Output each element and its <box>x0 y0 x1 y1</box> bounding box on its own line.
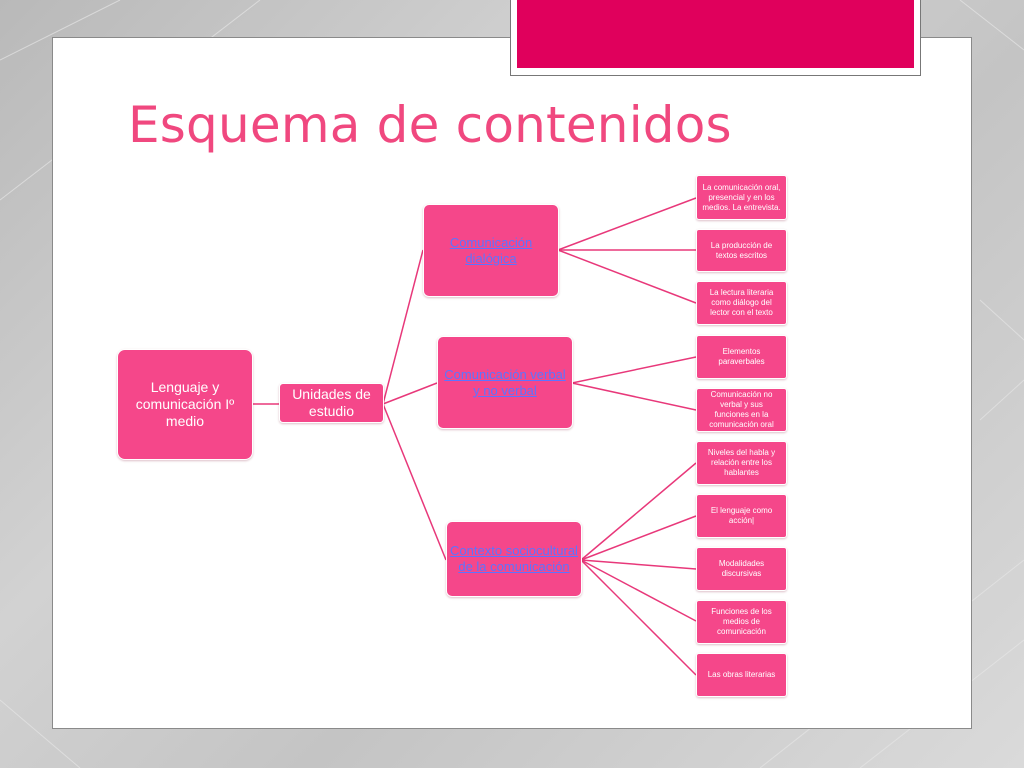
node-leaf: La lectura literaria como diálogo del le… <box>696 281 787 325</box>
slide-title: Esquema de contenidos <box>128 96 732 154</box>
node-leaf-label: La producción de textos escritos <box>710 240 773 260</box>
node-hub-label: Unidades de estudio <box>292 386 371 419</box>
node-leaf: Modalidades discursivas <box>696 547 787 591</box>
node-leaf: La producción de textos escritos <box>696 229 787 272</box>
node-leaf-label: Las obras literarias <box>707 670 776 679</box>
node-leaf-label: El lenguaje como acción| <box>710 506 773 525</box>
link-branch-3[interactable]: Contexto sociocultural de la comunicació… <box>450 543 578 574</box>
node-leaf: La comunicación oral, presencial y en lo… <box>696 175 787 220</box>
node-leaf-label: Elementos paraverbales <box>718 347 765 366</box>
link-branch-2[interactable]: Comunicación verbal y no verbal <box>444 366 566 398</box>
node-leaf-label: La lectura literaria como diálogo del le… <box>709 288 774 317</box>
node-leaf-label: Modalidades discursivas <box>718 559 765 578</box>
node-branch-3: Contexto sociocultural de la comunicació… <box>446 521 582 597</box>
node-leaf: Funciones de los medios de comunicación <box>696 600 787 644</box>
node-leaf: Niveles del habla y relación entre los h… <box>696 441 787 485</box>
node-leaf: El lenguaje como acción| <box>696 494 787 538</box>
node-leaf-label: Funciones de los medios de comunicación <box>711 607 772 636</box>
node-root: Lenguaje y comunicación Iº medio <box>117 349 253 460</box>
node-leaf: Comunicación no verbal y sus funciones e… <box>696 388 787 432</box>
node-branch-1: Comunicación dialógica <box>423 204 559 297</box>
node-leaf-label: La comunicación oral, presencial y en lo… <box>702 182 781 212</box>
accent-bar <box>517 0 914 68</box>
node-leaf-label: Niveles del habla y relación entre los h… <box>707 448 776 477</box>
node-leaf: Elementos paraverbales <box>696 335 787 379</box>
node-leaf-label: Comunicación no verbal y sus funciones e… <box>709 390 774 429</box>
link-branch-1[interactable]: Comunicación dialógica <box>449 234 533 266</box>
node-leaf: Las obras literarias <box>696 653 787 697</box>
node-hub: Unidades de estudio <box>279 383 384 423</box>
node-branch-2: Comunicación verbal y no verbal <box>437 336 573 429</box>
node-root-label: Lenguaje y comunicación Iº medio <box>135 379 235 429</box>
